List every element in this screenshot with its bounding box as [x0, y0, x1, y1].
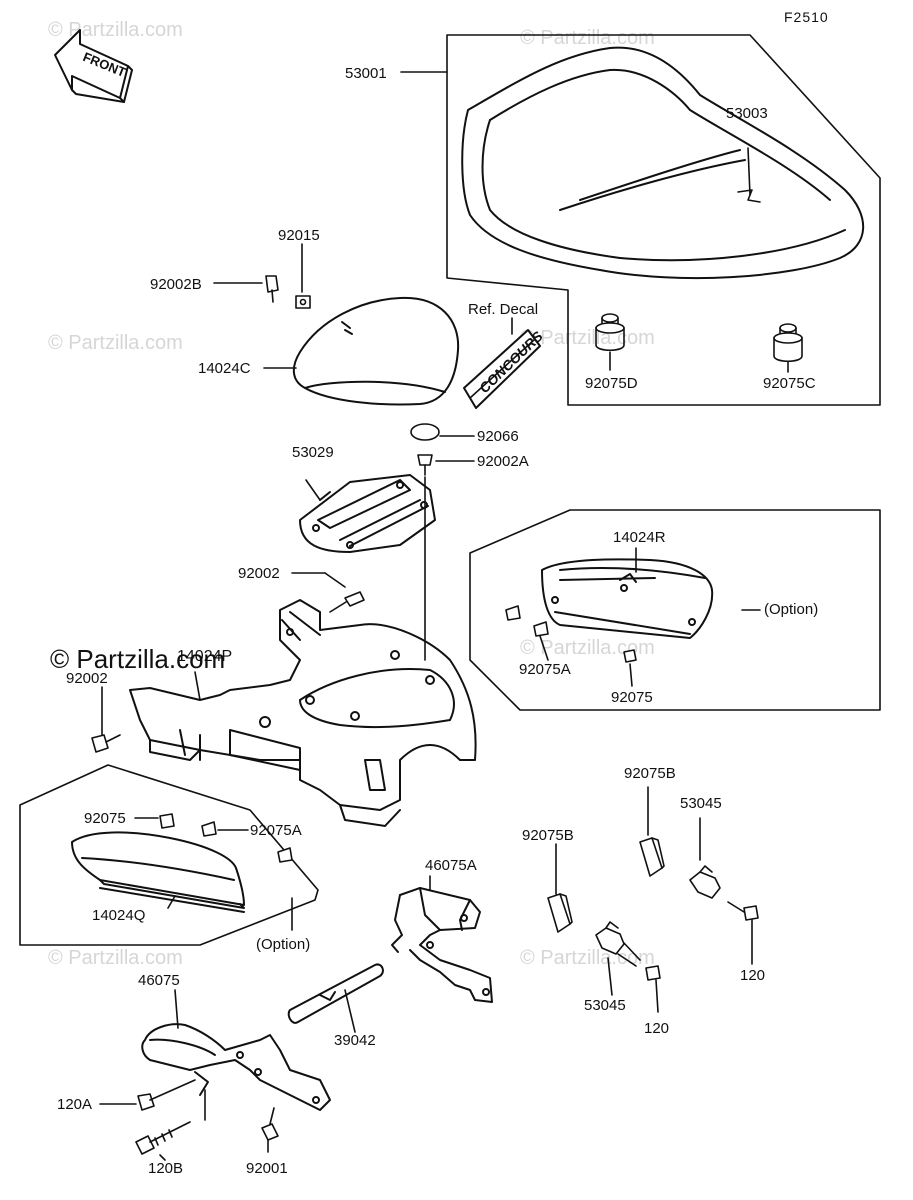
part-14024R[interactable]: 14024R	[613, 529, 666, 546]
damper-icon	[595, 313, 625, 371]
part-39042[interactable]: 39042	[334, 1032, 376, 1049]
option-label-right: (Option)	[764, 601, 819, 618]
seat-icon	[461, 46, 865, 280]
part-92075A[interactable]: 92075A	[250, 822, 302, 839]
part-14024P[interactable]: 14024P	[177, 648, 233, 665]
part-92075D[interactable]: 92075D	[585, 375, 638, 392]
cover-icon	[541, 558, 714, 639]
part-53045[interactable]: 53045	[584, 997, 626, 1014]
cap-icon	[410, 423, 475, 441]
screw-icon	[417, 454, 475, 661]
damper-icon	[773, 323, 803, 373]
part-53001[interactable]: 53001	[345, 65, 387, 82]
part-120[interactable]: 120	[644, 1020, 670, 1037]
diagram-code: F2510	[784, 9, 829, 25]
option-label-left: (Option)	[256, 936, 311, 953]
part-92075[interactable]: 92075	[611, 689, 653, 706]
part-92002[interactable]: 92002	[66, 670, 108, 687]
part-53003[interactable]: 53003	[726, 105, 768, 122]
part-14024C[interactable]: 14024C	[198, 360, 251, 377]
decal-icon	[463, 317, 541, 409]
grommet-icon	[505, 605, 637, 687]
tail-cowl-icon	[129, 599, 477, 827]
part-92075[interactable]: 92075	[84, 810, 126, 827]
watermark: © Partzilla.com	[48, 332, 183, 354]
part-120[interactable]: 120	[740, 967, 766, 984]
clamp-icon	[689, 817, 759, 965]
part-92002[interactable]: 92002	[238, 565, 280, 582]
bracket-icon	[391, 887, 493, 1003]
grommet-icon	[295, 243, 311, 309]
nut-icon	[261, 1107, 279, 1153]
part-92075C[interactable]: 92075C	[763, 375, 816, 392]
part-14024Q[interactable]: 14024Q	[92, 907, 146, 924]
bar-icon	[287, 963, 384, 1024]
part-120A[interactable]: 120A	[57, 1096, 93, 1113]
block-icon	[547, 786, 665, 933]
frame-icon	[141, 1023, 331, 1111]
part-92015[interactable]: 92015	[278, 227, 320, 244]
cover-icon	[71, 831, 245, 913]
pad-icon	[292, 296, 460, 406]
bolt-icon	[99, 1079, 196, 1111]
part-92002B[interactable]: 92002B	[150, 276, 202, 293]
part-92075B[interactable]: 92075B	[624, 765, 676, 782]
part-92001[interactable]: 92001	[246, 1160, 288, 1177]
part-92066[interactable]: 92066	[477, 428, 519, 445]
seat-box	[446, 34, 881, 406]
bolt-icon	[291, 572, 365, 613]
carrier-icon	[299, 474, 436, 553]
bolt-icon	[91, 686, 121, 753]
watermark: © Partzilla.com	[520, 27, 655, 49]
part-120B[interactable]: 120B	[148, 1160, 184, 1177]
decal-ref-label: Ref. Decal	[468, 301, 539, 318]
watermark: © Partzilla.com	[48, 19, 183, 41]
part-92075B[interactable]: 92075B	[522, 827, 574, 844]
screw-icon	[213, 275, 279, 303]
part-53045[interactable]: 53045	[680, 795, 722, 812]
part-92075A[interactable]: 92075A	[519, 661, 571, 678]
watermark: © Partzilla.com	[48, 947, 183, 969]
watermark: © Partzilla.com	[520, 327, 655, 349]
watermark: © Partzilla.com	[520, 947, 655, 969]
bolt-icon	[135, 1089, 206, 1161]
watermark-dark: © Partzilla.com	[50, 644, 226, 674]
watermark: © Partzilla.com	[520, 637, 655, 659]
part-53029[interactable]: 53029	[292, 444, 334, 461]
front-arrow-icon	[54, 29, 133, 103]
grommet-icon	[134, 813, 293, 863]
part-92002A[interactable]: 92002A	[477, 453, 529, 470]
part-46075A[interactable]: 46075A	[425, 857, 477, 874]
option-box-left	[19, 764, 319, 946]
option-box-right	[469, 509, 881, 711]
part-46075[interactable]: 46075	[138, 972, 180, 989]
